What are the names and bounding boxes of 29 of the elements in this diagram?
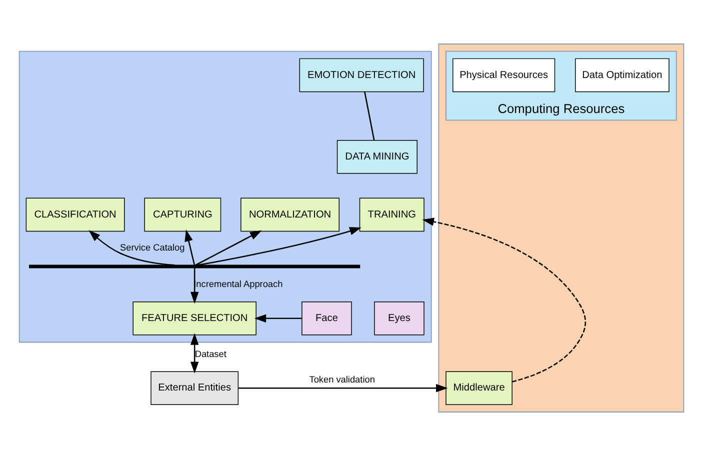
node-box: Data Optimization bbox=[575, 58, 670, 92]
node-box: EMOTION DETECTION bbox=[299, 58, 424, 92]
connector bbox=[364, 91, 375, 140]
cluster bbox=[18, 50, 432, 342]
edge-label: Token validation bbox=[309, 374, 375, 384]
edge-label: Service Catalog bbox=[120, 242, 185, 252]
arrow bbox=[88, 230, 175, 266]
edge-label: Incremental Approach bbox=[194, 278, 283, 289]
arrow bbox=[422, 217, 586, 382]
node-box: NORMALIZATION bbox=[240, 197, 340, 232]
node-box: TRAINING bbox=[359, 197, 424, 232]
node-box: CLASSIFICATION bbox=[26, 197, 125, 232]
arrow bbox=[184, 229, 196, 265]
arrow bbox=[197, 226, 362, 266]
node-box: External Entities bbox=[150, 370, 239, 405]
node-box: DATA MINING bbox=[336, 140, 418, 174]
node-box: Middleware bbox=[446, 370, 512, 405]
node-box: Face bbox=[302, 301, 352, 335]
node-box: CAPTURING bbox=[144, 197, 222, 232]
arrow bbox=[195, 230, 262, 266]
arrow bbox=[190, 332, 199, 373]
cluster bbox=[438, 43, 684, 412]
node-box: Eyes bbox=[374, 301, 424, 335]
arrow bbox=[254, 314, 302, 322]
edge-label: Dataset bbox=[194, 348, 226, 358]
node-box: Physical Resources bbox=[452, 58, 556, 92]
node-bar bbox=[29, 264, 360, 268]
node-box: FEATURE SELECTION bbox=[132, 301, 256, 335]
arrow bbox=[238, 384, 448, 392]
